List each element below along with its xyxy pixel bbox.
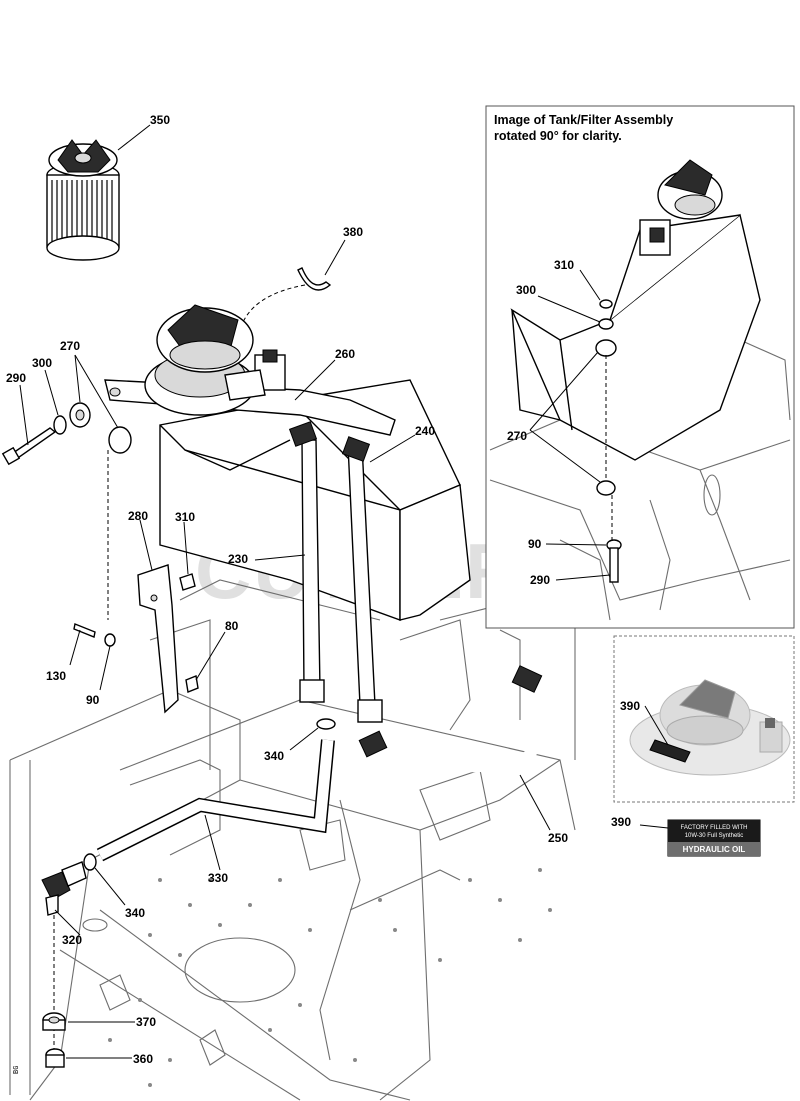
fitting-320	[41, 861, 87, 916]
hose-230	[288, 421, 383, 723]
nut-80	[185, 675, 199, 693]
callout-270a: 270	[60, 339, 80, 353]
callout-260: 260	[335, 347, 355, 361]
callout-290a: 290	[6, 371, 26, 385]
bolt-290	[1, 427, 57, 466]
filter-head	[144, 304, 286, 416]
callout-340b: 340	[125, 906, 145, 920]
inset-note-line2: rotated 90° for clarity.	[494, 129, 622, 143]
washer-90	[104, 633, 116, 647]
clip-380	[297, 267, 332, 291]
decal-line2: 10W-30 Full Synthetic	[685, 833, 744, 839]
callout-90b: 90	[528, 537, 542, 551]
callout-370: 370	[136, 1015, 156, 1029]
callout-300a: 300	[32, 356, 52, 370]
callout-90a: 90	[86, 693, 100, 707]
callout-230: 230	[228, 552, 248, 566]
decal-line3: HYDRAULIC OIL	[683, 845, 746, 854]
nut-310	[179, 573, 196, 591]
callout-80: 80	[225, 619, 239, 633]
grommet-hole	[75, 409, 85, 421]
callout-130: 130	[46, 669, 66, 683]
callout-290b: 290	[530, 573, 550, 587]
bolt-130	[73, 623, 96, 638]
callout-310a: 310	[175, 510, 195, 524]
callout-300b: 300	[516, 283, 536, 297]
decal-inset	[613, 635, 795, 803]
callout-320: 320	[62, 933, 82, 947]
cap-360	[45, 1048, 65, 1068]
clamp-340b	[83, 853, 97, 871]
callout-250: 250	[548, 831, 568, 845]
decal-line1: FACTORY FILLED WITH	[680, 825, 747, 831]
tube-330	[96, 739, 335, 862]
callout-360: 360	[133, 1052, 153, 1066]
grommet-270b	[108, 426, 132, 454]
callout-340a: 340	[264, 749, 284, 763]
callout-330: 330	[208, 871, 228, 885]
decal-390: FACTORY FILLED WITH 10W-30 Full Syntheti…	[667, 819, 761, 857]
callout-390b: 390	[611, 815, 631, 829]
hydraulic-tank-240	[104, 379, 471, 621]
filter-element-350	[46, 139, 120, 261]
nut-370	[42, 1012, 66, 1031]
callout-350: 350	[150, 113, 170, 127]
callout-280: 280	[128, 509, 148, 523]
callout-390a: 390	[620, 699, 640, 713]
bracket-280	[137, 564, 179, 714]
callout-380: 380	[343, 225, 363, 239]
callout-270b: 270	[507, 429, 527, 443]
doc-code: BG	[13, 1066, 21, 1074]
callout-310b: 310	[554, 258, 574, 272]
callout-240: 240	[415, 424, 435, 438]
inset-note-line1: Image of Tank/Filter Assembly	[494, 113, 673, 127]
washer-300	[53, 415, 67, 435]
clamp-340a	[316, 718, 336, 730]
hose-250	[358, 665, 550, 773]
inset-tank-rotated: Image of Tank/Filter Assembly rotated 90…	[485, 105, 795, 629]
